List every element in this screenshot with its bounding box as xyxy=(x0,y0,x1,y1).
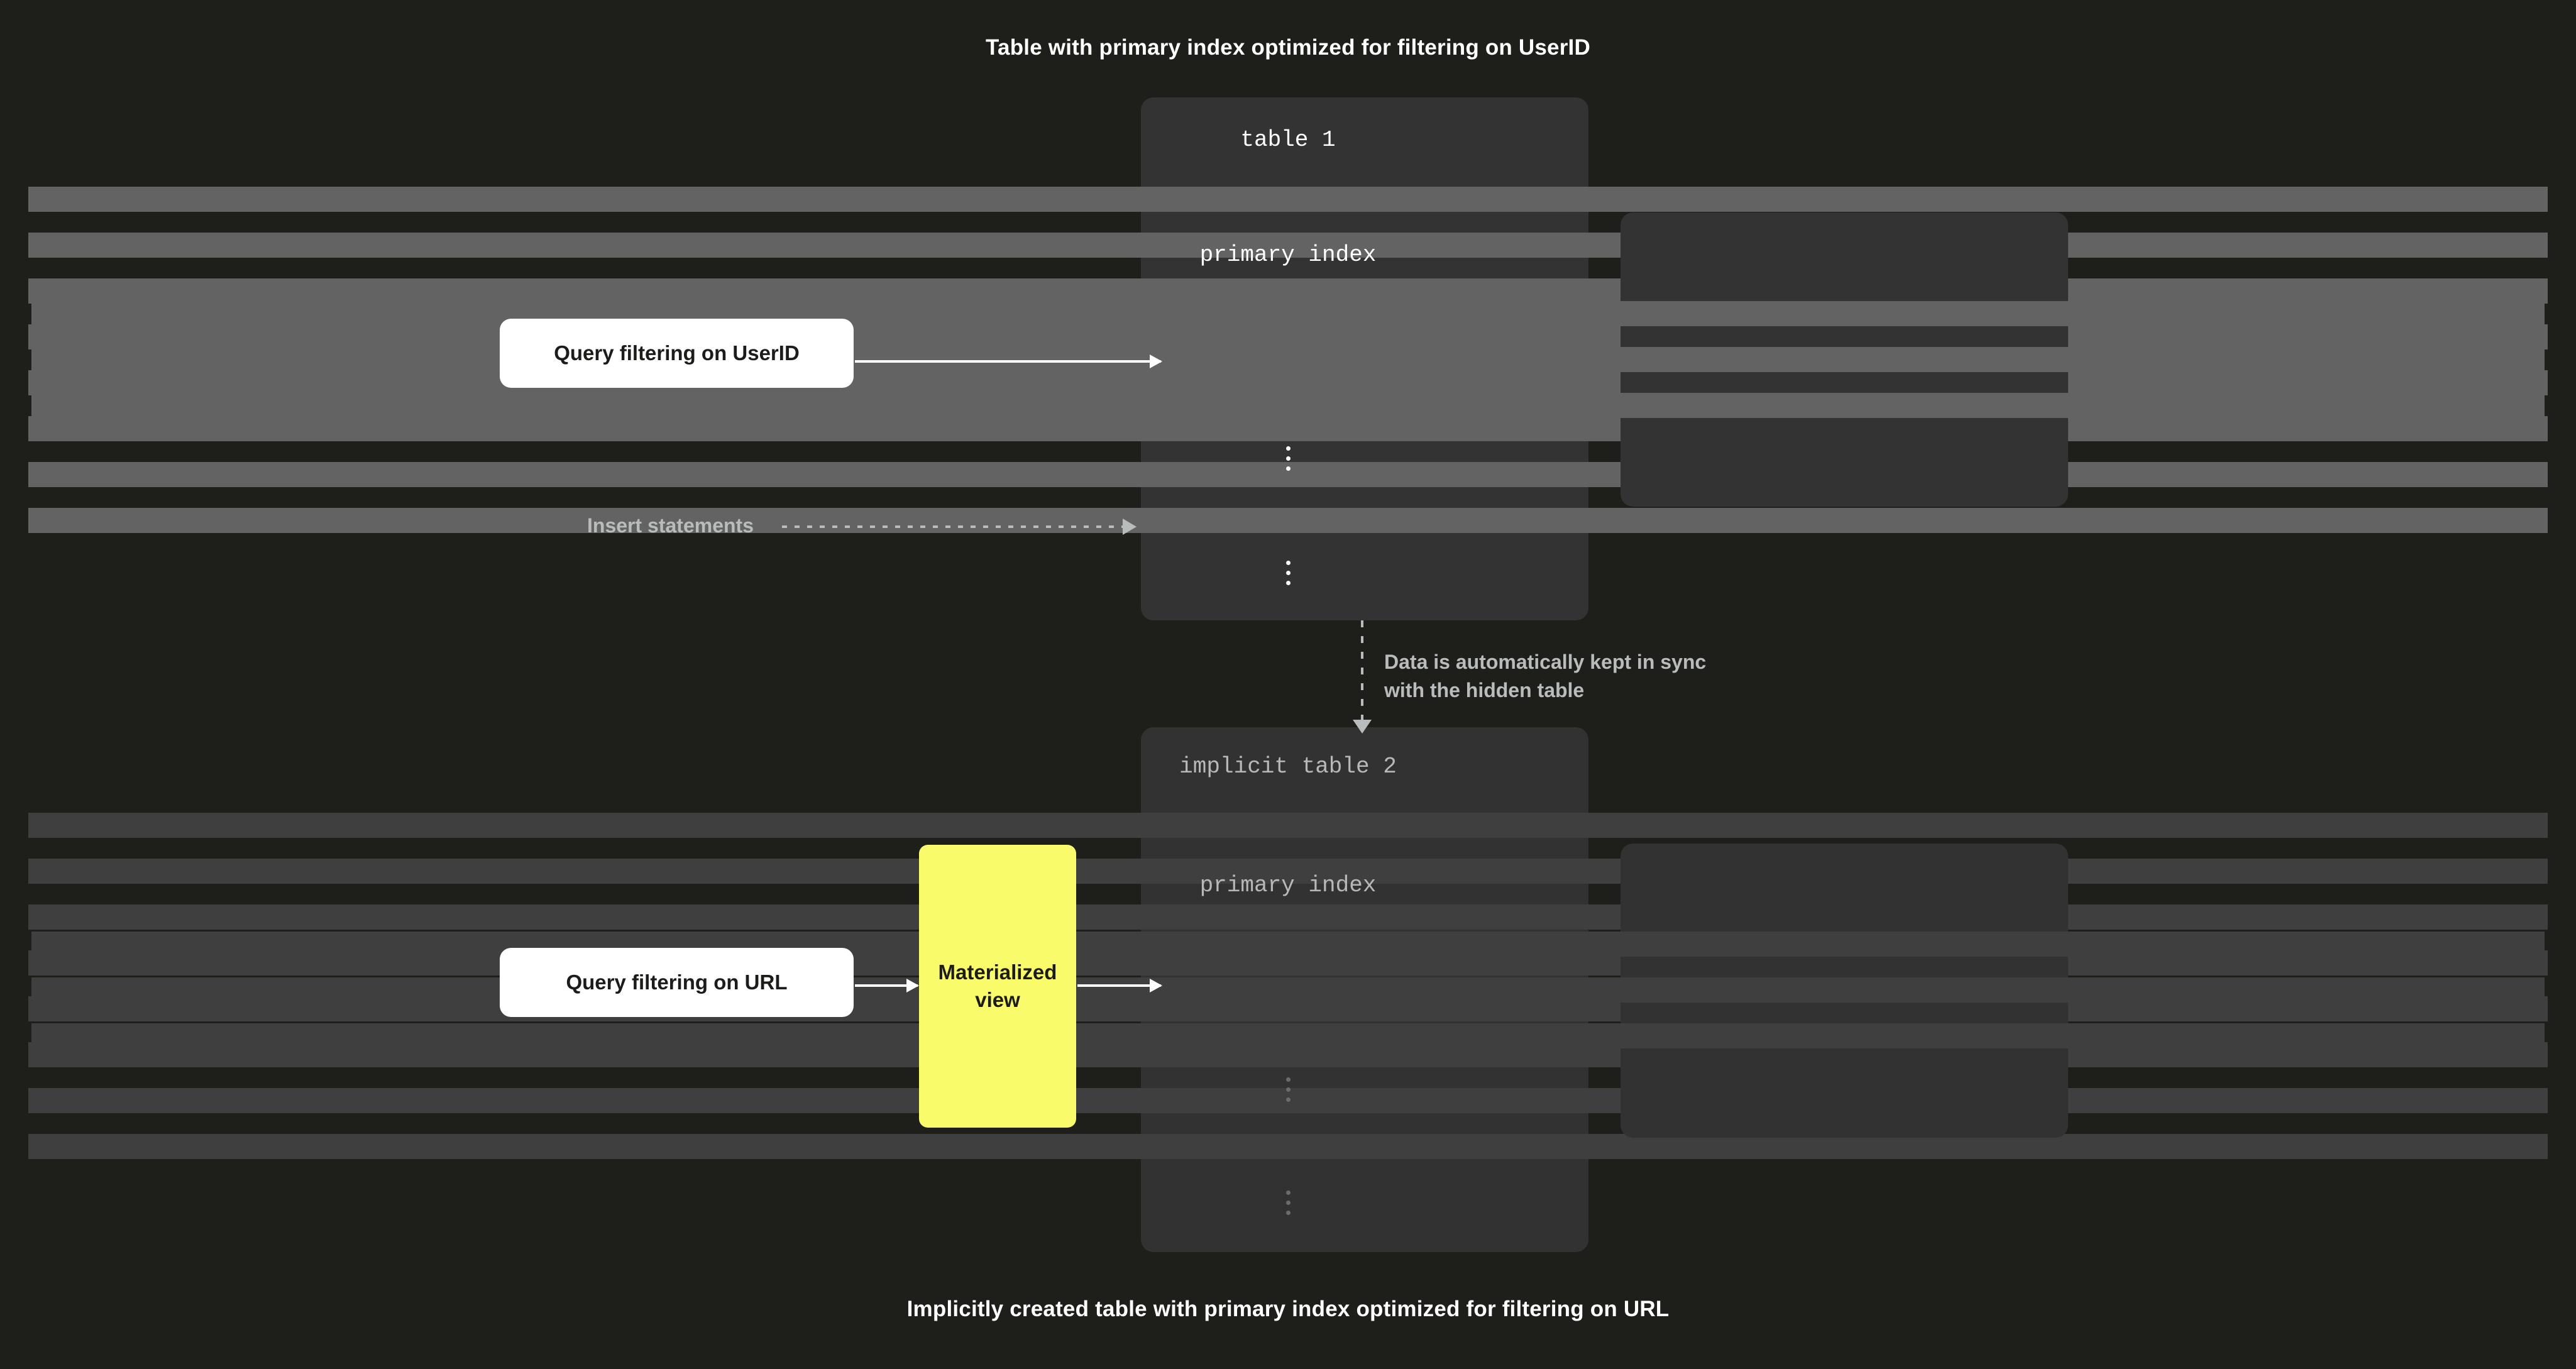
top-caption: Table with primary index optimized for f… xyxy=(986,35,1590,60)
table-row xyxy=(28,416,2548,441)
arrow-materialized-view-to-table2 xyxy=(1077,984,1161,987)
vertical-ellipsis-icon xyxy=(0,561,2576,585)
table-row xyxy=(28,508,2548,533)
vertical-ellipsis-icon xyxy=(0,446,2576,471)
table-row xyxy=(28,813,2548,838)
table-row xyxy=(31,977,2545,1003)
table-row xyxy=(28,278,2548,304)
materialized-view-node: Materialized view xyxy=(919,845,1076,1128)
table-row xyxy=(31,1023,2545,1048)
table-row xyxy=(28,233,2548,258)
sync-note-label: Data is automatically kept in sync with … xyxy=(1384,651,1707,702)
dashed-arrow-insert-statements xyxy=(782,525,1134,528)
arrow-query-url-to-materialized-view xyxy=(855,984,918,987)
table-row xyxy=(31,301,2545,326)
dashed-arrow-sync xyxy=(1361,620,1363,721)
query-filtering-on-userid-node: Query filtering on UserID xyxy=(500,319,854,388)
insert-statements-label: Insert statements xyxy=(587,514,754,537)
table-row xyxy=(28,324,2548,349)
table1-rows xyxy=(0,187,2576,554)
table2-rows xyxy=(0,813,2576,1180)
primary-index-top-rows xyxy=(0,301,2576,439)
query-filtering-on-url-node: Query filtering on URL xyxy=(500,948,854,1017)
table-row xyxy=(28,859,2548,884)
table-row xyxy=(28,904,2548,930)
arrow-query-userid-to-table1 xyxy=(855,360,1161,363)
table-row xyxy=(31,932,2545,957)
table1-title: table 1 xyxy=(1240,127,1336,153)
vertical-ellipsis-icon xyxy=(0,1190,2576,1215)
vertical-ellipsis-icon xyxy=(0,1077,2576,1102)
table-row xyxy=(28,187,2548,212)
table-row xyxy=(31,393,2545,418)
primary-index-top-title: primary index xyxy=(1199,242,1377,268)
table-row xyxy=(28,462,2548,487)
primary-index-bottom-title: primary index xyxy=(1199,872,1377,898)
bottom-caption: Implicitly created table with primary in… xyxy=(906,1297,1670,1321)
table-row xyxy=(28,370,2548,395)
table2-title: implicit table 2 xyxy=(1179,754,1397,779)
table-row xyxy=(31,347,2545,372)
table-row xyxy=(28,1134,2548,1159)
primary-index-bottom-rows xyxy=(0,932,2576,1069)
